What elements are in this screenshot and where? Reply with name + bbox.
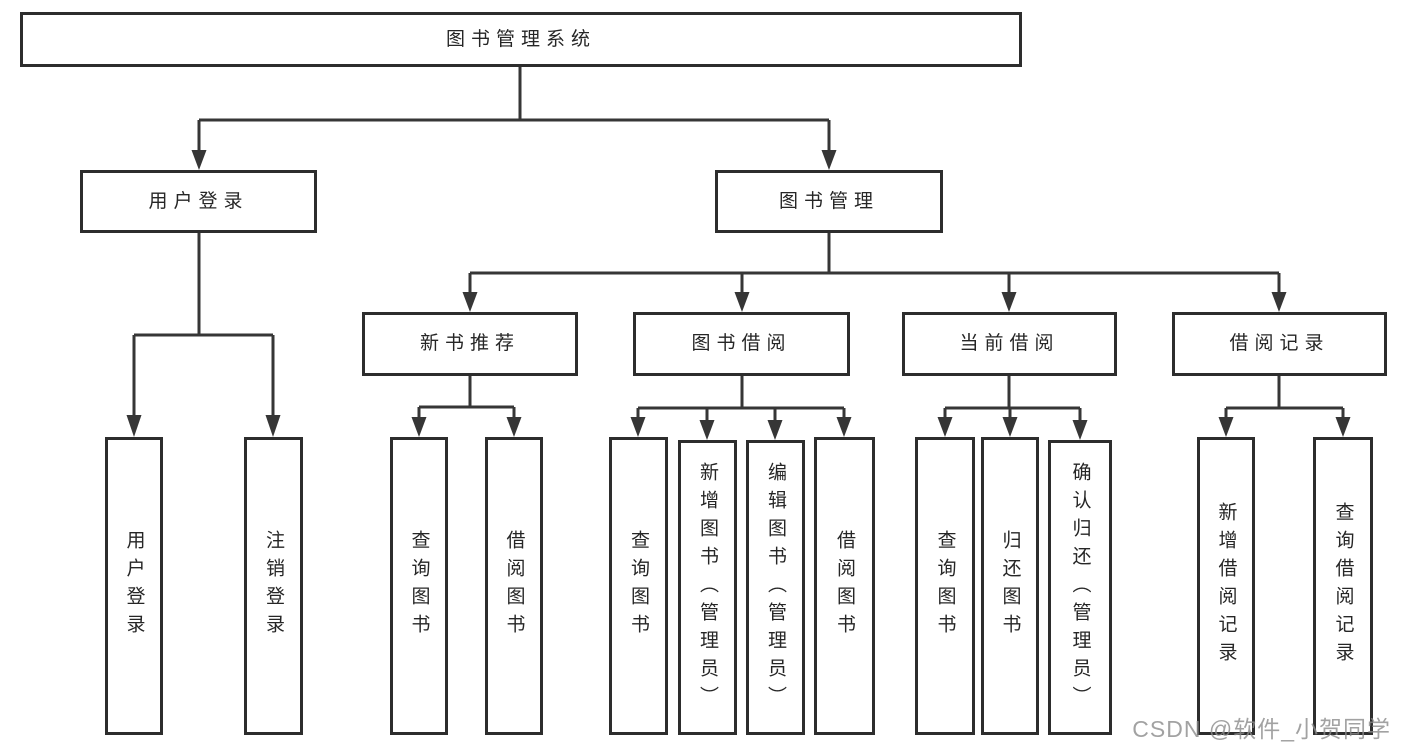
node-book-management: 图书管理 bbox=[715, 170, 943, 233]
csdn-watermark: CSDN @软件_小贺同学 bbox=[1132, 716, 1391, 742]
node-library-system: 图书管理系统 bbox=[20, 12, 1022, 67]
connector-root-to-level1 bbox=[197, 67, 831, 152]
node-leaf-recommend-borrow-books-label: 借阅图书 bbox=[503, 530, 525, 642]
node-book-borrow: 图书借阅 bbox=[633, 312, 850, 376]
node-leaf-current-confirm-return: 确认归还（管理员） bbox=[1048, 440, 1112, 735]
node-borrow-records: 借阅记录 bbox=[1172, 312, 1387, 376]
node-leaf-current-query-books-label: 查询图书 bbox=[934, 530, 956, 642]
connector-book-borrow-to-leaves bbox=[636, 376, 846, 421]
node-leaf-borrow-add-books: 新增图书（管理员） bbox=[678, 440, 737, 735]
connector-user-login-to-leaves bbox=[132, 233, 275, 419]
node-leaf-borrow-borrow-books-label: 借阅图书 bbox=[834, 530, 855, 642]
node-leaf-current-return-books-label: 归还图书 bbox=[999, 530, 1021, 642]
node-borrow-records-label: 借阅记录 bbox=[1229, 333, 1330, 355]
node-leaf-user-login-label: 用户登录 bbox=[123, 530, 145, 642]
node-leaf-borrow-add-books-label: 新增图书（管理员） bbox=[697, 461, 718, 714]
node-leaf-user-login: 用户登录 bbox=[105, 437, 163, 735]
node-new-book-recommend: 新书推荐 bbox=[362, 312, 578, 376]
connector-records-to-leaves bbox=[1224, 376, 1345, 419]
connector-book-mgmt-to-level2 bbox=[468, 233, 1281, 294]
node-leaf-logout: 注销登录 bbox=[244, 437, 303, 735]
connector-new-book-to-leaves bbox=[417, 376, 516, 419]
node-leaf-borrow-edit-books-label: 编辑图书（管理员） bbox=[765, 461, 786, 714]
node-book-management-label: 图书管理 bbox=[778, 190, 879, 212]
node-user-login: 用户登录 bbox=[80, 170, 317, 233]
node-book-borrow-label: 图书借阅 bbox=[691, 333, 792, 355]
node-leaf-current-return-books: 归还图书 bbox=[981, 437, 1039, 735]
node-leaf-borrow-edit-books: 编辑图书（管理员） bbox=[746, 440, 805, 735]
node-leaf-recommend-borrow-books: 借阅图书 bbox=[485, 437, 543, 735]
connector-current-borrow-to-leaves bbox=[943, 376, 1082, 421]
node-leaf-logout-label: 注销登录 bbox=[263, 530, 284, 642]
node-current-borrow-label: 当前借阅 bbox=[959, 333, 1060, 355]
node-new-book-recommend-label: 新书推荐 bbox=[419, 333, 520, 355]
node-leaf-records-add-record: 新增借阅记录 bbox=[1197, 437, 1255, 735]
node-current-borrow: 当前借阅 bbox=[902, 312, 1117, 376]
node-leaf-records-query-record-label: 查询借阅记录 bbox=[1332, 502, 1354, 670]
node-library-system-label: 图书管理系统 bbox=[445, 28, 596, 50]
node-leaf-records-add-record-label: 新增借阅记录 bbox=[1215, 502, 1237, 670]
node-user-login-label: 用户登录 bbox=[148, 190, 249, 212]
node-leaf-recommend-query-books-label: 查询图书 bbox=[408, 530, 430, 642]
node-leaf-borrow-query-books-label: 查询图书 bbox=[628, 530, 649, 642]
node-leaf-current-query-books: 查询图书 bbox=[915, 437, 975, 735]
node-leaf-borrow-query-books: 查询图书 bbox=[609, 437, 668, 735]
node-leaf-records-query-record: 查询借阅记录 bbox=[1313, 437, 1373, 735]
node-leaf-current-confirm-return-label: 确认归还（管理员） bbox=[1069, 461, 1091, 714]
node-leaf-borrow-borrow-books: 借阅图书 bbox=[814, 437, 875, 735]
node-leaf-recommend-query-books: 查询图书 bbox=[390, 437, 448, 735]
arrowhead-down-icons bbox=[126, 150, 1351, 440]
